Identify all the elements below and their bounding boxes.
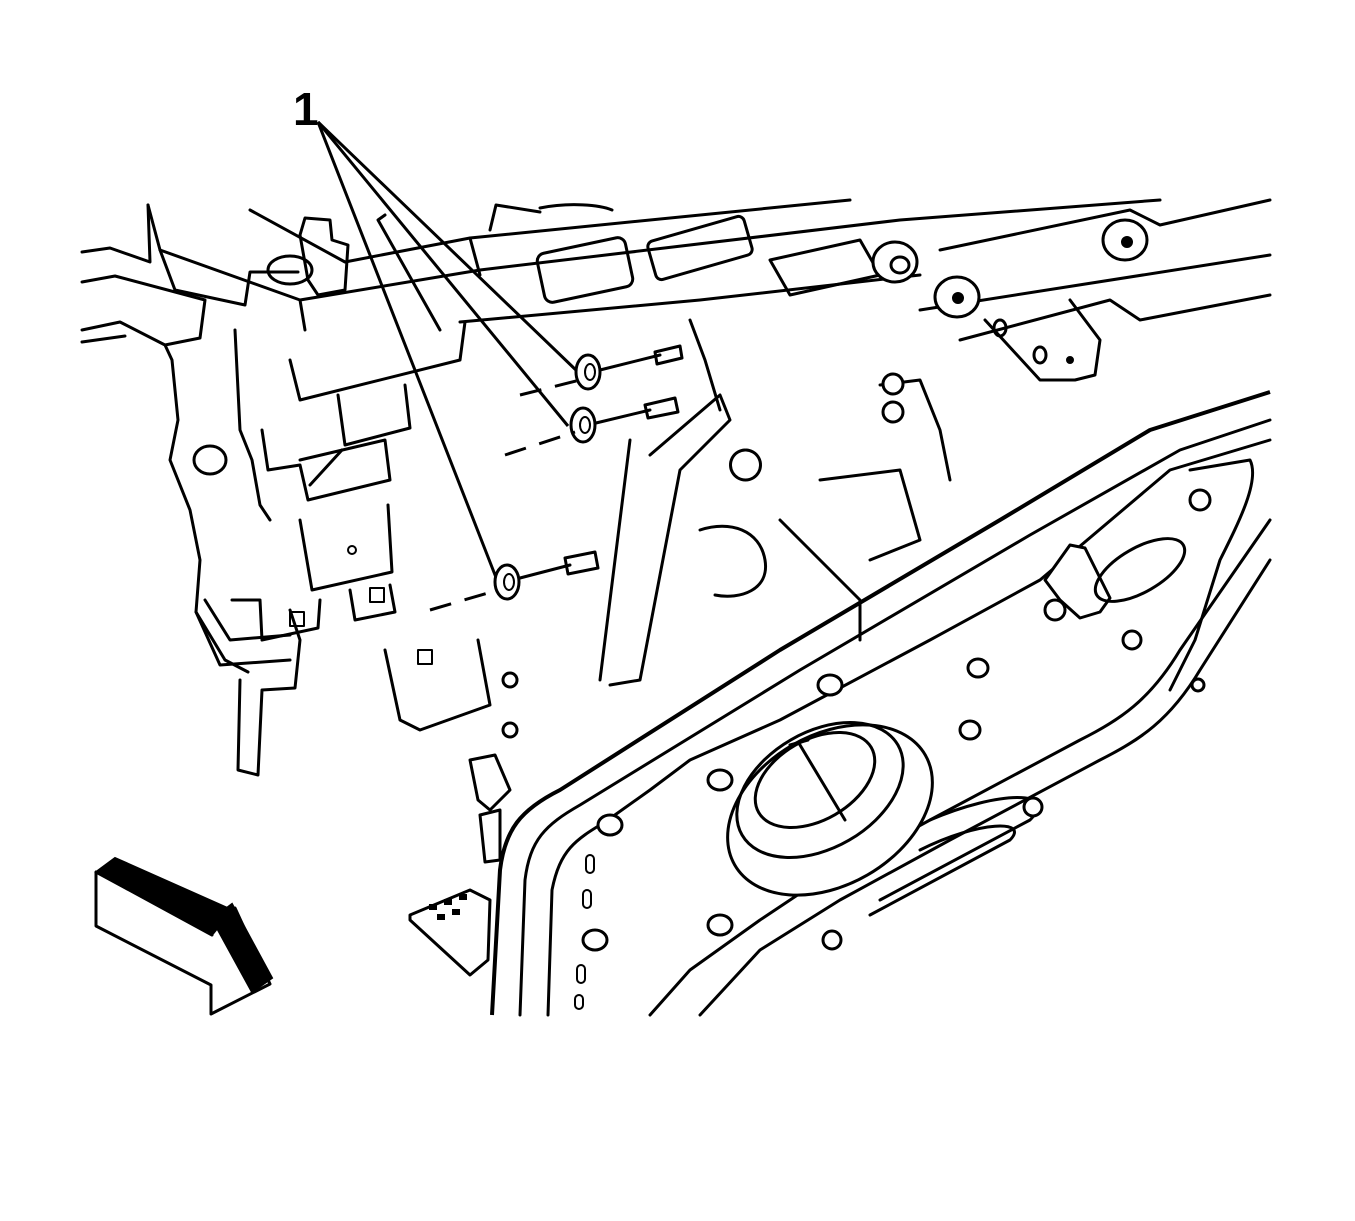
callout-label-1: 1 [293, 83, 319, 135]
speaker [726, 721, 1040, 917]
module-plug [1043, 537, 1187, 620]
lower-nut [429, 550, 600, 612]
right-bushings [871, 218, 1149, 382]
view-direction-arrow-icon [94, 856, 274, 1016]
fastener-group [429, 344, 684, 612]
upper-connector [266, 213, 442, 332]
middle-nut [504, 396, 680, 457]
module-fasteners [501, 488, 1212, 952]
cross-car-beam [248, 198, 1272, 342]
door-module-panel [490, 390, 1272, 1017]
left-rail-blocks [230, 320, 492, 732]
left-carrier-bracket [80, 203, 307, 777]
callout-leader-lines [316, 120, 580, 581]
module-slots [574, 854, 595, 1010]
lower-tray [408, 753, 512, 977]
center-bracket [598, 318, 952, 687]
upper-nut [519, 344, 684, 397]
